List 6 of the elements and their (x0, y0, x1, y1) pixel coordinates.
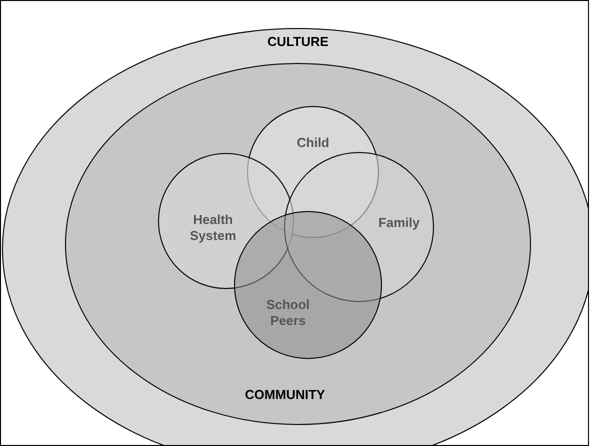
region-label: CULTURE (266, 34, 330, 50)
circle-label: Family (377, 215, 421, 231)
circle-label: Child (296, 135, 330, 151)
circle-label: School Peers (265, 297, 311, 329)
region-label: COMMUNITY (244, 387, 326, 403)
circle-label: Health System (188, 212, 238, 244)
